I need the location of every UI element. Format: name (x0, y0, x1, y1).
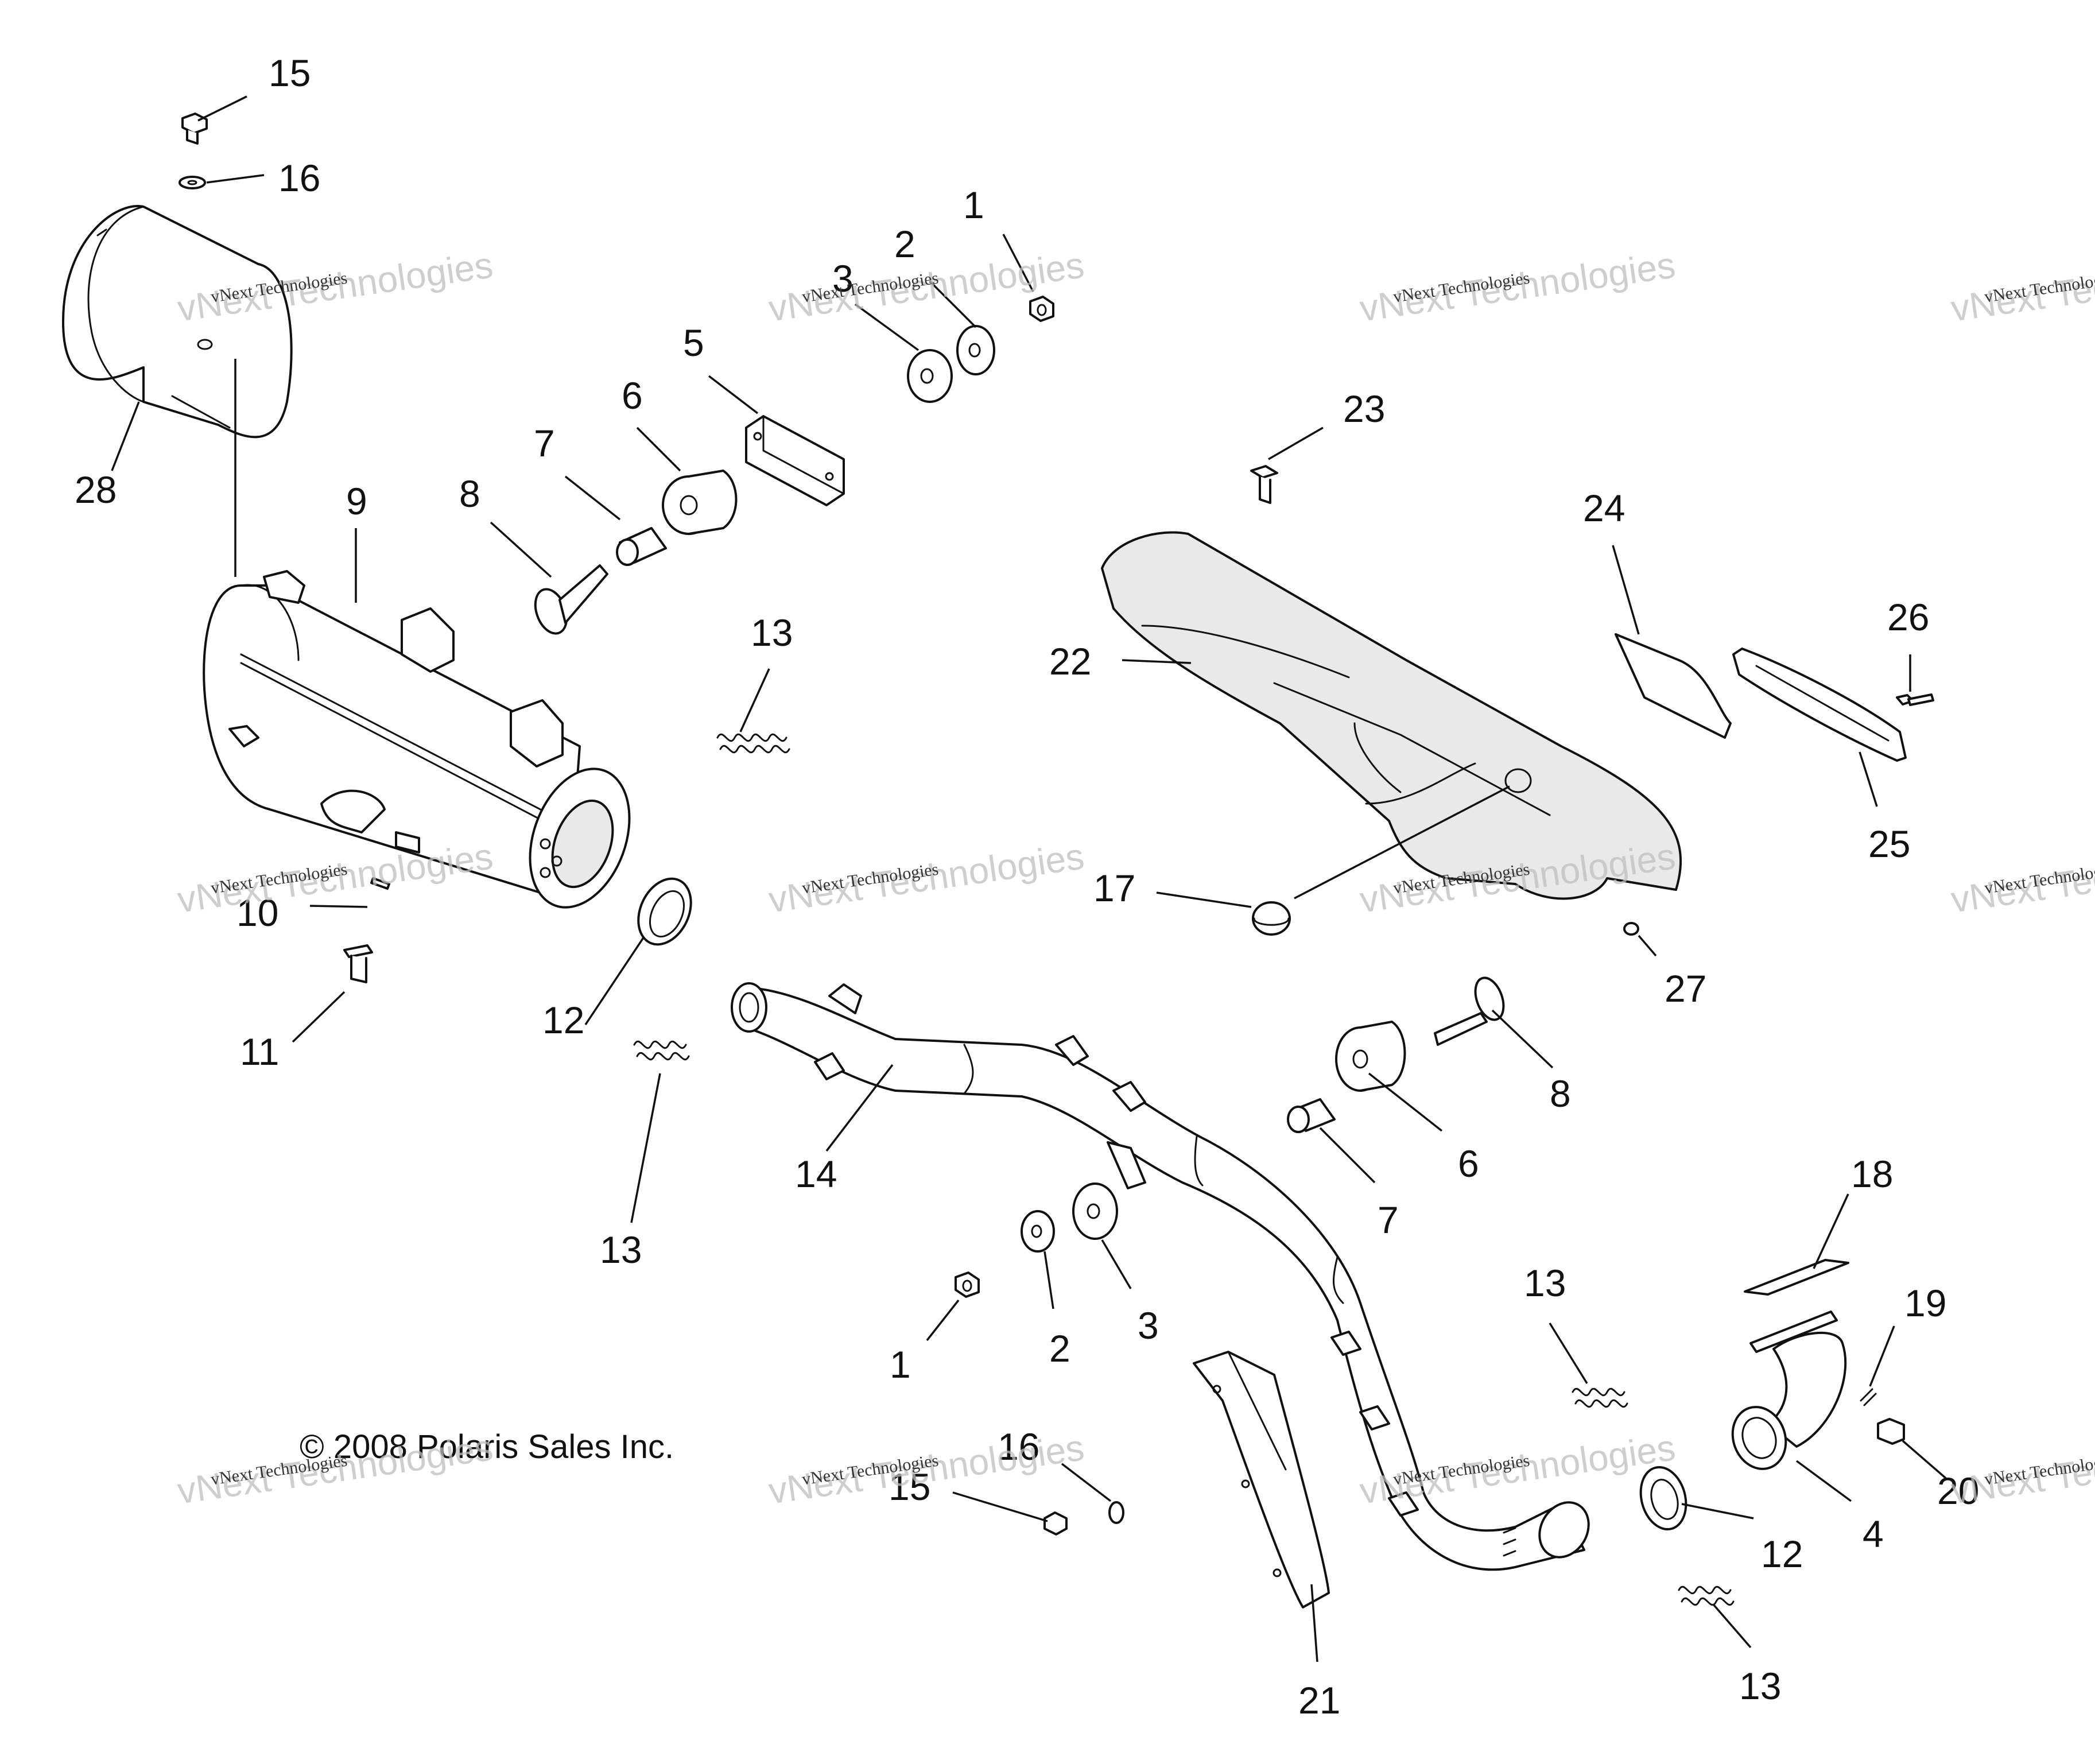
part-12-gasket-muffler (637, 877, 692, 946)
part-8-bolt-upper (534, 564, 608, 635)
callout-8-upper: 8 (459, 472, 480, 515)
part-23-bolt (1250, 465, 1278, 504)
callout-23: 23 (1343, 387, 1385, 430)
part-21-heat-shield-plate (1193, 1351, 1330, 1608)
callout-28: 28 (75, 468, 117, 511)
callout-20: 20 (1937, 1470, 1979, 1512)
callout-9: 9 (346, 480, 367, 522)
callout-25: 25 (1868, 823, 1910, 865)
callout-16-top: 16 (278, 157, 320, 199)
part-2-washer-lower (1021, 1210, 1055, 1253)
part-26-screw (1896, 693, 1934, 706)
part-13-spring-d (1678, 1585, 1735, 1606)
part-24-shield-plate (1615, 633, 1732, 739)
callout-7-lower: 7 (1378, 1199, 1399, 1241)
part-18-gasket (1744, 1259, 1849, 1296)
part-14-head-pipe (731, 982, 1590, 1571)
part-7-sleeve-lower (1287, 1098, 1336, 1133)
callout-1-upper: 1 (963, 184, 984, 226)
part-15-bolt-lower (1043, 1511, 1068, 1536)
callout-13-b: 13 (600, 1228, 642, 1271)
callout-11: 11 (240, 1030, 280, 1073)
copyright-notice: © 2008 Polaris Sales Inc. (300, 1428, 674, 1466)
callout-16-lower: 16 (998, 1425, 1039, 1468)
part-13-spring-b (633, 1040, 690, 1061)
callout-15-lower: 15 (889, 1466, 930, 1508)
watermark: vNext Technologies vNext Technologies (1357, 244, 1678, 329)
callout-6-lower: 6 (1458, 1142, 1479, 1185)
callout-2-upper: 2 (894, 223, 915, 265)
part-9-muffler (203, 570, 631, 909)
part-20-bushing (1877, 1418, 1905, 1445)
part-6-grommet-lower (1335, 1021, 1406, 1092)
callout-12-muffler: 12 (542, 999, 584, 1041)
callout-1-lower: 1 (890, 1343, 911, 1386)
part-11-plug (343, 944, 373, 983)
part-10-pin (370, 877, 390, 890)
callout-13-d: 13 (1739, 1665, 1781, 1707)
part-17-plug (1252, 901, 1291, 936)
callout-13-c: 13 (1524, 1262, 1566, 1304)
part-13-spring-c (1572, 1387, 1628, 1408)
callout-22: 22 (1049, 640, 1091, 683)
callout-27: 27 (1665, 967, 1706, 1010)
part-8-bolt-lower (1434, 976, 1505, 1046)
callout-18: 18 (1851, 1153, 1893, 1195)
callout-3-upper: 3 (832, 257, 853, 300)
callout-labels: 15 16 28 9 8 7 6 5 3 2 1 13 10 11 12 13 … (75, 52, 1979, 1722)
callout-15-top: 15 (269, 52, 311, 94)
callout-14: 14 (795, 1153, 837, 1195)
callout-24: 24 (1583, 487, 1625, 529)
part-4-exhaust-elbow (1731, 1311, 1847, 1470)
watermark: vNext Technologies vNext Technologies (1949, 835, 2095, 920)
part-3-washer-upper (907, 349, 953, 403)
watermark: vNext Technologies vNext Technologies (1949, 244, 2095, 329)
callout-10: 10 (236, 891, 278, 934)
part-16-washer-top (179, 176, 206, 189)
part-25-shield-plate (1732, 648, 1907, 762)
callout-12-lower: 12 (1761, 1533, 1803, 1575)
callout-3-lower: 3 (1138, 1304, 1159, 1347)
part-22-heat-shield (1101, 531, 1682, 900)
part-6-grommet-upper (662, 470, 738, 535)
part-12-gasket-lower (1639, 1466, 1687, 1531)
callout-21: 21 (1298, 1679, 1340, 1722)
watermark: vNext Technologies vNext Technologies (766, 835, 1087, 920)
part-16-washer-lower (1108, 1501, 1124, 1524)
part-5-bracket (745, 415, 845, 506)
callout-13-a: 13 (751, 611, 793, 654)
part-7-sleeve-upper (616, 527, 667, 566)
part-2-washer-upper (956, 325, 995, 375)
leader-lines (111, 95, 1947, 1662)
callout-7-upper: 7 (534, 422, 555, 464)
part-27-washer (1623, 922, 1639, 936)
part-28-muffler-heat-shield (62, 205, 293, 439)
part-1-nut-upper (1029, 296, 1054, 322)
callout-17: 17 (1093, 867, 1135, 909)
callout-19: 19 (1904, 1282, 1946, 1324)
watermark: vNext Technologies vNext Technologies (175, 835, 495, 920)
part-1-nut-lower (955, 1271, 980, 1298)
part-13-spring-a (716, 733, 790, 754)
callout-6-upper: 6 (622, 374, 643, 417)
part-3-washer-lower (1072, 1183, 1118, 1240)
callout-5: 5 (683, 321, 704, 364)
watermark: vNext Technologies vNext Technologies (1949, 1426, 2095, 1511)
callout-8-lower: 8 (1550, 1072, 1571, 1115)
callout-2-lower: 2 (1049, 1327, 1070, 1370)
callout-26: 26 (1887, 596, 1929, 638)
callout-4: 4 (1863, 1513, 1884, 1555)
part-19-pin (1860, 1388, 1877, 1406)
